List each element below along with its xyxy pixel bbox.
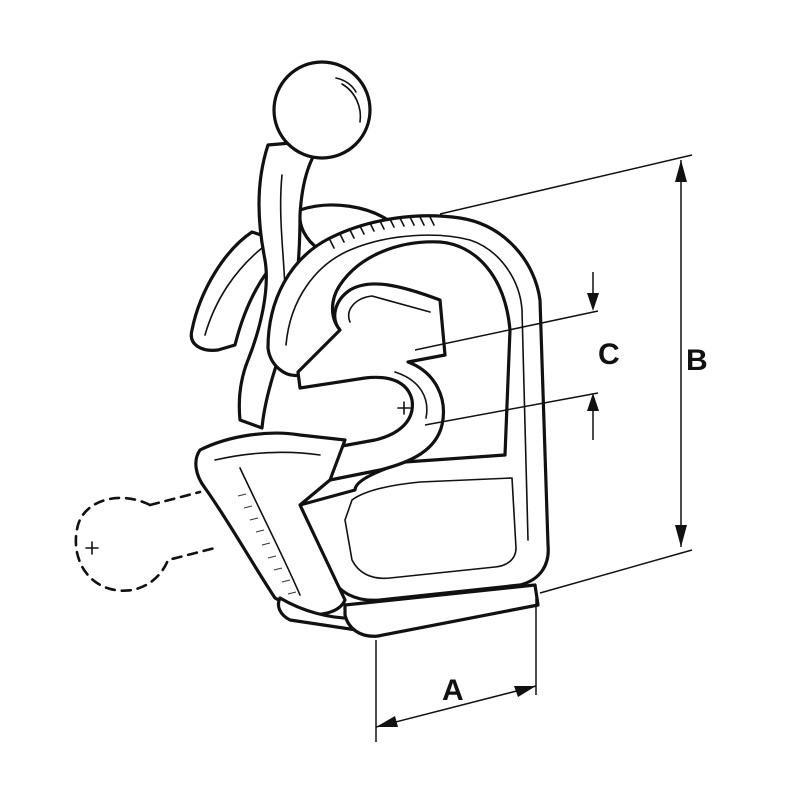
dimension-c: C: [414, 272, 620, 440]
dimension-b-arrow-top: [675, 160, 687, 182]
dimension-c-arrow-top: [587, 293, 599, 311]
lever-knob: [272, 60, 372, 160]
lever-phantom-position: [74, 490, 217, 592]
cam-handle: [194, 431, 540, 638]
dimension-c-label: C: [598, 338, 620, 371]
dimension-b: B: [439, 154, 708, 594]
dimension-a-label: A: [442, 674, 464, 707]
dimension-a: A: [375, 598, 537, 742]
dimension-a-arrow-left: [376, 716, 398, 727]
dimension-b-label: B: [686, 344, 708, 377]
dimension-b-arrow-bottom: [675, 525, 687, 547]
dimension-c-arrow-bottom: [587, 393, 599, 411]
clamp-jaw: [296, 282, 447, 482]
dimension-a-arrow-right: [514, 686, 536, 697]
